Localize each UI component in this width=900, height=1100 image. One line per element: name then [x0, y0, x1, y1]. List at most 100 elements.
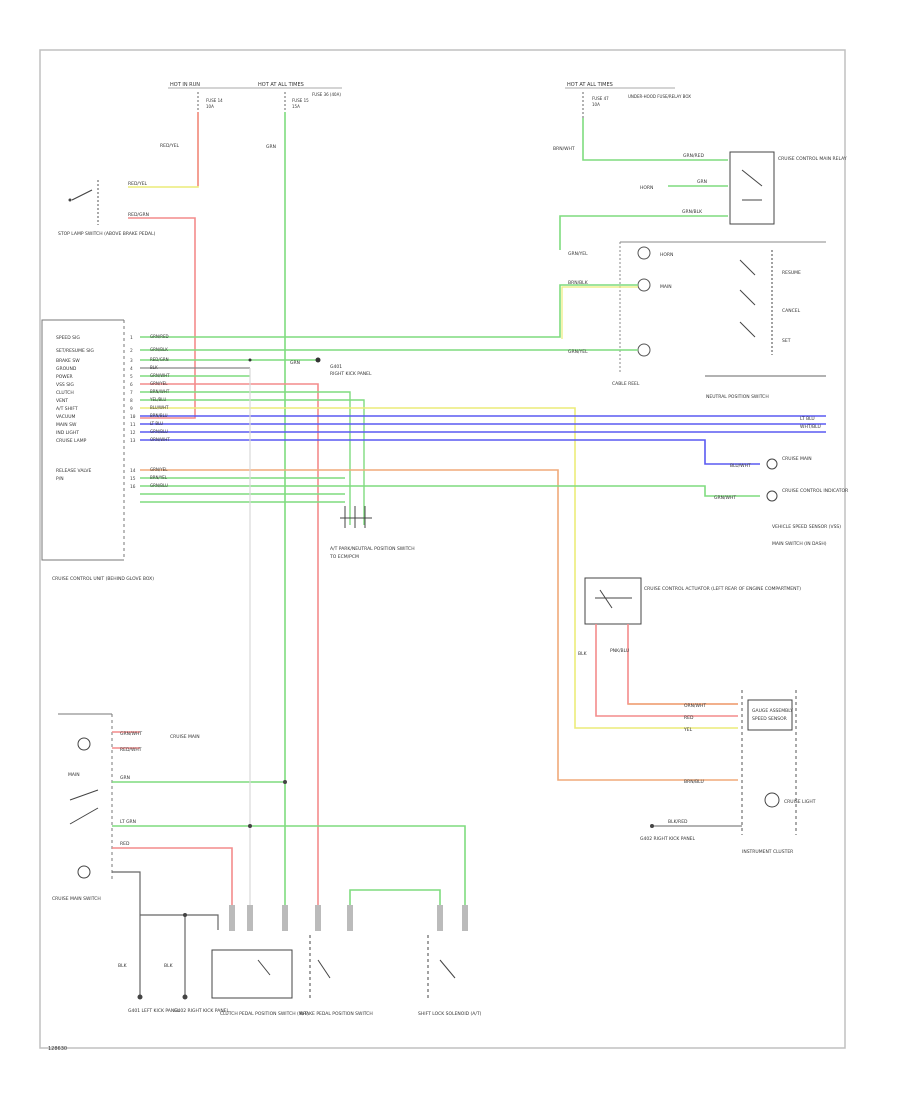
- wire-red-grn-stop: [128, 217, 196, 419]
- ecu-pin-label: IND LIGHT: [56, 430, 79, 436]
- ecu-pin-wire: GRN/BLU: [150, 483, 168, 488]
- stop-lamp-label: STOP LAMP SWITCH (ABOVE BRAKE PEDAL): [58, 231, 156, 237]
- fuse-note: FUSE 36 (40A): [312, 92, 341, 97]
- clutch-switch-label: CLUTCH PEDAL POSITION SWITCH (M/T): [220, 1011, 309, 1017]
- ecu-pin-number: 16: [130, 484, 136, 490]
- wire-label-grn-red: GRN/RED: [683, 153, 704, 159]
- indicator-label: CRUISE CONTROL INDICATOR: [782, 488, 848, 494]
- wire-label-brn-blu: BRN/BLU: [684, 779, 704, 785]
- ecu-pin-wire: LT BLU: [150, 421, 163, 426]
- junction-826: [248, 824, 252, 828]
- wire-label-grn: GRN: [697, 179, 707, 185]
- connector-note: A/T PARK/NEUTRAL POSITION SWITCH: [330, 546, 415, 552]
- ecu-pin-wire: ORN/WHT: [150, 437, 170, 442]
- wire-ecu-16: [140, 485, 760, 497]
- ecu-pin-label: VACUUM: [56, 414, 76, 420]
- wire-ecu-6: [140, 383, 319, 905]
- gauge-assy-label: GAUGE ASSEMBLY: [752, 708, 793, 714]
- wire-grn-link: [349, 889, 441, 905]
- ecu-pin-label: CRUISE LAMP: [56, 438, 87, 444]
- shift-lock-label: SHIFT LOCK SOLENOID (A/T): [418, 1011, 482, 1017]
- combo-main: MAIN: [660, 284, 672, 290]
- ecu-pin-number: 3: [130, 358, 133, 364]
- cluster-ground: BLK/RED G402 RIGHT KICK PANEL: [640, 819, 742, 842]
- ecu-pin-number: 13: [130, 438, 136, 444]
- cruise-control-unit: CRUISE CONTROL UNIT (BEHIND GLOVE BOX): [41, 319, 154, 582]
- wire-label-lt-blu: LT BLU: [800, 416, 815, 422]
- relay-label: CRUISE CONTROL MAIN RELAY: [778, 156, 847, 162]
- cruise-actuator: CRUISE CONTROL ACTUATOR (LEFT REAR OF EN…: [584, 577, 801, 625]
- stop-lamp-switch: STOP LAMP SWITCH (ABOVE BRAKE PEDAL): [58, 180, 156, 237]
- ecu-pin-label: P/N: [56, 476, 64, 482]
- main-switch-note: MAIN SWITCH (IN DASH): [772, 541, 827, 547]
- ecu-pin-label: GROUND: [56, 366, 77, 372]
- hot-at-all-times-right: HOT AT ALL TIMES: [567, 82, 613, 88]
- power-source-left: HOT IN RUN HOT AT ALL TIMES FUSE 14 10A …: [168, 82, 342, 112]
- ecu-pin-wire: GRN/RED: [150, 334, 169, 339]
- shift-lock: SHIFT LOCK SOLENOID (A/T): [418, 935, 482, 1017]
- main-switch-label: CRUISE MAIN SWITCH: [52, 896, 101, 902]
- fuse-b-amp: 15A: [292, 104, 300, 109]
- ecu-pin-label: POWER: [56, 374, 73, 380]
- wire-label-orn-wht: ORN/WHT: [684, 703, 706, 709]
- ecu-pin-wire: BLK: [150, 365, 158, 370]
- wire-label-red-yel-top: RED/YEL: [160, 143, 180, 149]
- ecu-pin-label: CLUTCH: [56, 390, 74, 396]
- ground-b-label-bottom: G402 RIGHT KICK PANEL: [174, 1008, 230, 1014]
- wire-label-pnk-blu: PNK/BLU: [610, 648, 629, 654]
- fuse-c-label: FUSE 47: [592, 96, 609, 101]
- ecu-pin-number: 7: [130, 390, 133, 396]
- ecu-pin-wire: GRN/YEL: [150, 381, 168, 386]
- hot-at-all-times-label: HOT AT ALL TIMES: [258, 82, 304, 88]
- ecu-pin-wire: GRN/BLK: [150, 347, 168, 352]
- fuse-a-amp: 10A: [206, 104, 214, 109]
- combo-cancel: CANCEL: [782, 308, 801, 314]
- wire-label-grn-blk: GRN/BLK: [682, 209, 703, 215]
- wire-red-actuator: [595, 624, 738, 717]
- ecu-label: CRUISE CONTROL UNIT (BEHIND GLOVE BOX): [52, 576, 154, 582]
- ground-b-label: G402 RIGHT KICK PANEL: [640, 836, 696, 842]
- ecu-pin-label: MAIN SW: [56, 422, 77, 428]
- wire-yel-combo: [561, 286, 638, 339]
- ecu-pin-wire: RED/GRN: [150, 357, 169, 362]
- wire-label-red-wht: RED/WHT: [120, 747, 142, 753]
- horn-label: HORN: [640, 185, 653, 191]
- wire-grn-blk-relay: [559, 215, 728, 250]
- power-source-right: HOT AT ALL TIMES FUSE 47 10A UNDER-HOOD …: [565, 82, 691, 118]
- splice-note2: RIGHT KICK PANEL: [330, 371, 372, 377]
- cruise-main-label: CRUISE MAIN: [782, 456, 812, 462]
- main-switch-side: CRUISE MAIN: [170, 734, 200, 740]
- ecu-pin-number: 11: [130, 422, 136, 428]
- wire-label-grn-wht: GRN/WHT: [120, 731, 142, 737]
- wire-label-red-yel: RED/YEL: [128, 181, 148, 187]
- junction-ground: [183, 913, 187, 917]
- ecu-pin-label: BRAKE SW: [56, 358, 80, 364]
- wire-label-brn-blk: BRN/BLK: [568, 280, 589, 286]
- wire-grn-yel-combo: [140, 284, 638, 338]
- sub-connector-block: A/T PARK/NEUTRAL POSITION SWITCH TO ECM/…: [329, 506, 415, 560]
- wire-label-wht-blu: WHT/BLU: [800, 424, 821, 430]
- ecu-pin-number: 9: [130, 406, 133, 412]
- ecu-pin-number: 8: [130, 398, 133, 404]
- wire-ecu-9: [140, 407, 738, 729]
- wire-label-blu-wht: BLU/WHT: [730, 463, 751, 469]
- ecu-pin-number: 4: [130, 366, 133, 372]
- ecu-pin-label: SPEED SIG: [56, 335, 80, 341]
- hot-in-run-label: HOT IN RUN: [170, 82, 200, 88]
- bottom-connector-pins: [229, 905, 468, 931]
- brake-switch-label: BRAKE PEDAL POSITION SWITCH: [300, 1011, 373, 1017]
- right-indicators: CRUISE MAIN CRUISE CONTROL INDICATOR VEH…: [766, 456, 848, 547]
- ecu-pin-wire: BRN/YEL: [150, 475, 168, 480]
- cruise-main-switch: MAIN CRUISE MAIN SWITCH CRUISE MAIN: [52, 713, 200, 902]
- ecu-pin-number: 2: [130, 348, 133, 354]
- ecu-pin-label: SET/RESUME SIG: [56, 348, 94, 354]
- ecu-pin-label: VSS SIG: [56, 382, 74, 388]
- wire-label-red: RED: [684, 715, 694, 721]
- ecu-pin-wire: GRN/BLU: [150, 429, 168, 434]
- cruise-main-relay: CRUISE CONTROL MAIN RELAY: [729, 151, 847, 225]
- wire-label-grn-top: GRN: [266, 144, 276, 150]
- combo-horn: HORN: [660, 252, 673, 258]
- wire-label-grn-wht-r: GRN/WHT: [714, 495, 736, 501]
